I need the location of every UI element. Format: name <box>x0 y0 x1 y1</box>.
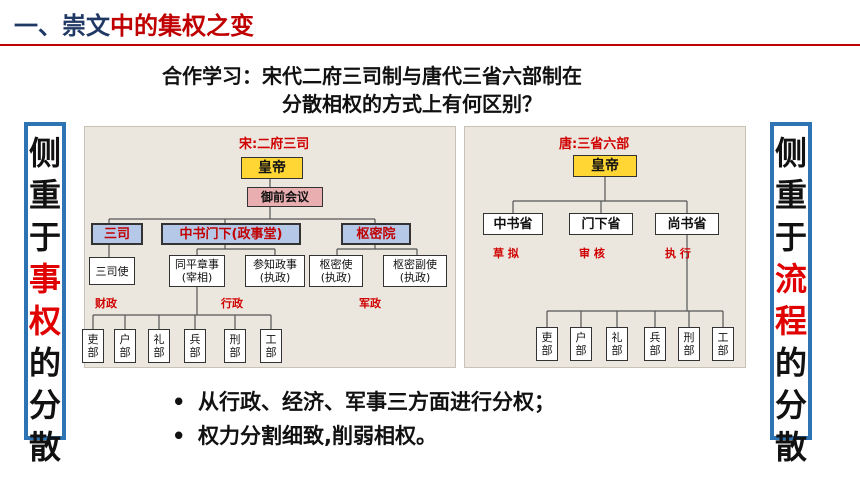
ministry-box: 礼 部 <box>606 327 628 361</box>
bullet-dot: • <box>172 390 186 414</box>
right-side-char: 分 <box>774 386 807 424</box>
tang-chart-panel: 唐:三省六部 皇帝 中书省 门下省 尚书省 草 拟 审 核 执 行 吏 部户 部… <box>464 126 746 368</box>
song-label-xingzheng: 行政 <box>221 297 243 310</box>
right-side-char: 于 <box>774 218 807 256</box>
ministry-box: 工 部 <box>260 329 282 363</box>
ministry-box: 刑 部 <box>678 327 700 361</box>
tang-zhongshu-box: 中书省 <box>483 213 543 235</box>
title-part1: 一、崇文 <box>14 12 110 40</box>
song-tongping-box: 同平章事 (宰相) <box>169 255 225 287</box>
song-shumi-box: 枢密院 <box>341 223 411 245</box>
left-side-char: 分 <box>28 386 61 424</box>
ministry-box: 兵 部 <box>644 327 666 361</box>
ministry-box: 工 部 <box>712 327 734 361</box>
tang-func-shangshu: 执 行 <box>665 247 691 260</box>
left-side-char: 的 <box>28 344 61 382</box>
tang-func-zhongshu: 草 拟 <box>493 247 519 260</box>
song-sansishi-box: 三司使 <box>89 257 135 285</box>
title-part2: 中的集权之变 <box>110 12 254 40</box>
bullet-2: • 权力分割细致,削弱相权。 <box>172 420 437 450</box>
question-line-1: 合作学习：宋代二府三司制与唐代三省六部制在 <box>162 64 582 88</box>
tang-connector-lines <box>512 177 724 327</box>
right-side-char: 的 <box>774 344 807 382</box>
bullet-dot: • <box>172 424 186 448</box>
song-council-box: 御前会议 <box>247 187 323 207</box>
bullet-2-text: 权力分割细致,削弱相权。 <box>198 424 437 448</box>
left-side-char: 侧 <box>28 134 61 172</box>
ministry-box: 兵 部 <box>184 329 206 363</box>
bullet-1: • 从行政、经济、军事三方面进行分权； <box>172 386 555 416</box>
tang-emperor-box: 皇帝 <box>573 155 637 177</box>
tang-chart-title: 唐:三省六部 <box>559 137 630 152</box>
left-side-char: 权 <box>28 302 61 340</box>
tang-ministry-row: 吏 部户 部礼 部兵 部刑 部工 部 <box>465 327 745 363</box>
ministry-box: 户 部 <box>114 329 136 363</box>
left-side-box: 侧重于事权的分散 <box>24 122 66 466</box>
song-shumifushi-box: 枢密副使 (执政) <box>383 255 447 287</box>
page-title: 一、崇文中的集权之变 <box>14 6 254 41</box>
right-side-char: 程 <box>774 302 807 340</box>
left-side-char: 重 <box>28 176 61 214</box>
right-side-char: 散 <box>774 428 807 466</box>
song-sansi-box: 三司 <box>91 223 143 245</box>
tang-shangshu-box: 尚书省 <box>655 213 719 235</box>
ministry-box: 礼 部 <box>148 329 170 363</box>
right-side-char: 重 <box>774 176 807 214</box>
left-side-char: 于 <box>28 218 61 256</box>
ministry-box: 刑 部 <box>224 329 246 363</box>
left-side-char: 散 <box>28 428 61 466</box>
song-label-junzheng: 军政 <box>359 297 381 310</box>
song-label-caizheng: 财政 <box>95 297 117 310</box>
song-shumishi-box: 枢密使 (执政) <box>309 255 363 287</box>
left-side-char: 事 <box>28 260 61 298</box>
question-line-2: 分散相权的方式上有何区别？ <box>282 92 542 116</box>
tang-menxia-box: 门下省 <box>569 213 633 235</box>
ministry-box: 户 部 <box>570 327 592 361</box>
song-connector-lines <box>92 179 418 329</box>
tang-func-menxia: 审 核 <box>579 247 605 260</box>
title-underline <box>0 44 860 46</box>
song-chart-title: 宋:二府三司 <box>239 137 310 152</box>
song-chart-panel: 宋:二府三司 皇帝 御前会议 三司 中书门下(政事堂) 枢密院 三司使 同平章事… <box>82 126 456 368</box>
song-zhongshu-box: 中书门下(政事堂) <box>161 223 301 245</box>
song-canzhi-box: 参知政事 (执政) <box>245 255 305 287</box>
ministry-box: 吏 部 <box>82 329 104 363</box>
song-emperor-box: 皇帝 <box>241 157 303 179</box>
song-ministry-row: 吏 部户 部礼 部兵 部刑 部工 部 <box>82 329 455 365</box>
right-side-char: 流 <box>774 260 807 298</box>
ministry-box: 吏 部 <box>536 327 558 361</box>
right-side-box: 侧重于流程的分散 <box>770 122 812 466</box>
right-side-char: 侧 <box>774 134 807 172</box>
bullet-1-text: 从行政、经济、军事三方面进行分权； <box>198 390 555 414</box>
